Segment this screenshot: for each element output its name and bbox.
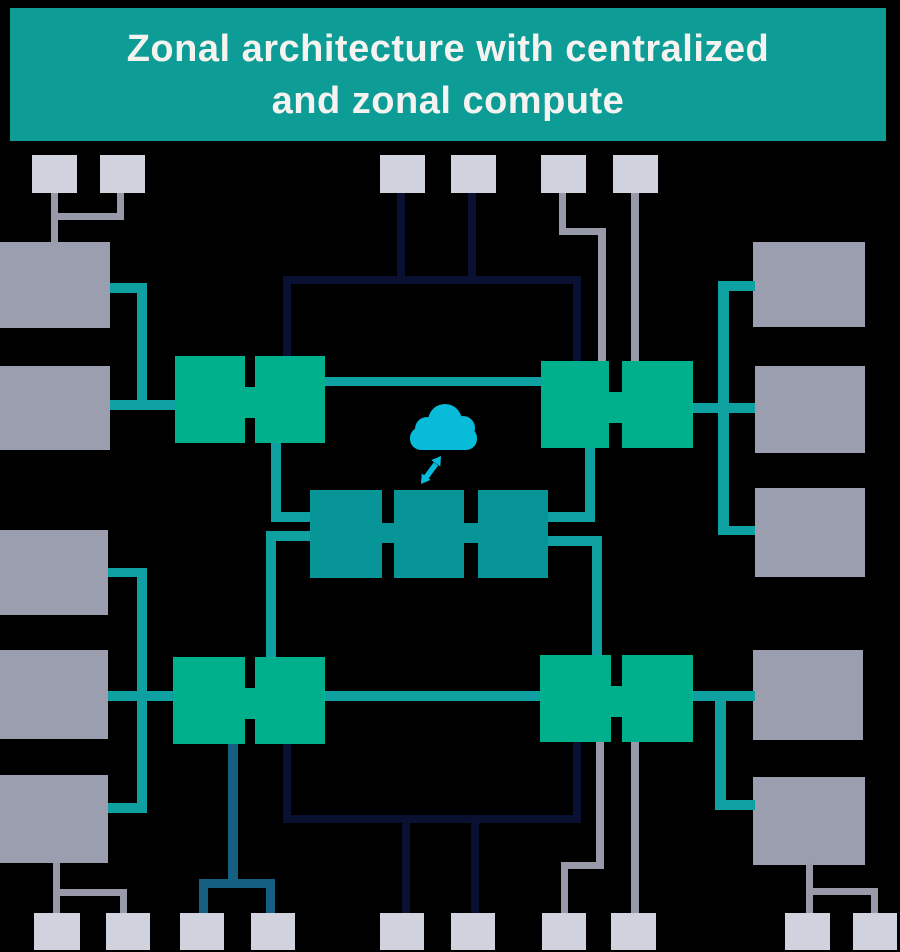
- wire-gray-bottom-left-drop: [53, 863, 60, 913]
- wire-teal-compute-upright-vertical: [585, 448, 595, 522]
- cloud-icon: [410, 404, 477, 450]
- bidirectional-arrow-icon: [421, 456, 441, 484]
- bottom-sensor-2: [106, 913, 150, 950]
- left-ecu-3: [0, 530, 108, 615]
- top-sensor-4: [451, 155, 496, 193]
- wire-navy-top-sensor4-drop: [468, 193, 476, 278]
- wire-teal-compute-downright-horizontal: [548, 536, 602, 546]
- bottom-sensor-8: [611, 913, 656, 950]
- wire-navy-top-sensor3-drop: [397, 193, 405, 278]
- wire-gray-top-sensor5-vertical: [598, 228, 606, 361]
- right-ecu-1: [753, 242, 865, 327]
- wire-gray-bottom-left-drop2: [120, 889, 127, 913]
- wire-navy-top-ring-left: [283, 276, 291, 356]
- gateway-top-right-box-a: [541, 361, 609, 448]
- central-compute-2: [394, 490, 464, 578]
- wire-teal-left-ecu3: [108, 568, 147, 577]
- wire-gray-bottomright-gateway-drop: [631, 742, 639, 913]
- wire-teal-gateway-top-link: [325, 377, 542, 386]
- gateway-top-right-bridge: [605, 392, 625, 423]
- wire-teal-right-lower-vertical: [715, 696, 726, 810]
- bottom-sensor-1: [34, 913, 80, 950]
- wire-gray-top-left-horizontal: [51, 213, 124, 220]
- wire-navy-bottom-ring-left: [283, 744, 291, 819]
- wire-navy-bottom-ring-horizontal: [283, 815, 581, 823]
- wire-teal-left-ecu5: [108, 803, 147, 813]
- central-compute-bridge-1: [378, 523, 398, 543]
- gateway-bottom-left-box-b: [255, 657, 325, 744]
- bottom-sensor-5: [380, 913, 424, 950]
- wire-teal-compute-upleft-vertical: [271, 443, 281, 522]
- top-sensor-2: [100, 155, 145, 193]
- gateway-bottom-right-box-a: [540, 655, 611, 742]
- wire-gray-bottom-left-horizontal: [53, 889, 127, 896]
- bottom-sensor-4: [251, 913, 295, 950]
- wire-teal-compute-upright-horizontal: [548, 512, 595, 522]
- right-ecu-4: [753, 650, 863, 740]
- wire-navy-bottom-ring-right: [573, 742, 581, 819]
- wire-teal-compute-downleft-vertical: [266, 531, 276, 657]
- wire-teal-left-lower-vertical: [137, 568, 147, 813]
- wire-navy-bottom-sensor6-drop: [471, 820, 479, 913]
- left-ecu-1: [0, 242, 110, 328]
- bottom-sensor-6: [451, 913, 495, 950]
- wire-teal-right-gateway-ecu2: [693, 403, 755, 413]
- wire-gray-bottomright-gateway-vertical: [596, 742, 604, 869]
- wire-steel-sensor3-drop: [199, 879, 208, 913]
- gateway-bottom-right-bridge: [606, 686, 625, 717]
- gateway-top-left-box-b: [255, 356, 325, 443]
- right-ecu-2: [755, 366, 865, 453]
- wire-gray-bottomright-horizontal: [561, 862, 604, 869]
- gateway-bottom-left-bridge: [240, 688, 258, 719]
- wire-teal-compute-upleft-horizontal: [271, 512, 310, 522]
- wire-gray-top-sensor2-drop: [117, 193, 124, 220]
- central-compute-1: [310, 490, 382, 578]
- gateway-top-left-bridge: [241, 387, 259, 418]
- bottom-sensor-7: [542, 913, 586, 950]
- bottom-sensor-9: [785, 913, 830, 950]
- central-compute-bridge-2: [460, 523, 482, 543]
- wire-teal-gateway-bottom-link: [325, 691, 540, 701]
- wire-gray-bottom-corner-horizontal: [806, 888, 878, 895]
- wire-gray-bottomright-drop: [561, 862, 568, 913]
- left-ecu-2: [0, 366, 110, 450]
- gateway-top-left-box-a: [175, 356, 245, 443]
- gateway-top-right-box-b: [622, 361, 693, 448]
- wire-gray-top-sensor5-horizontal: [559, 228, 605, 235]
- wire-teal-left-ecu2-gateway: [110, 400, 175, 410]
- title-line-2: and zonal compute: [271, 79, 625, 122]
- wire-gray-top-sensor5-drop: [559, 193, 566, 235]
- wire-teal-right-ecu5: [715, 800, 755, 810]
- wire-teal-right-ecu1: [718, 281, 755, 291]
- title-banner: Zonal architecture with centralized and …: [10, 8, 886, 141]
- wire-navy-bottom-sensor5-drop: [402, 820, 410, 913]
- gateway-bottom-right-box-b: [622, 655, 693, 742]
- wire-gray-top-sensor6-drop: [631, 193, 639, 361]
- top-sensor-6: [613, 155, 658, 193]
- wire-teal-left-upper-vertical: [137, 283, 147, 408]
- central-compute-3: [478, 490, 548, 578]
- left-ecu-4: [0, 650, 108, 739]
- top-sensor-5: [541, 155, 586, 193]
- top-sensor-3: [380, 155, 425, 193]
- right-ecu-5: [753, 777, 865, 865]
- wire-steel-gateway-vertical: [228, 744, 238, 884]
- left-ecu-5: [0, 775, 108, 863]
- wire-navy-top-ring-horizontal: [283, 276, 581, 284]
- wire-gray-bottom-corner-drop2: [871, 888, 878, 913]
- bottom-sensor-10: [853, 913, 897, 950]
- wire-teal-left-ecu1: [110, 283, 147, 293]
- title-line-1: Zonal architecture with centralized: [126, 27, 770, 70]
- right-ecu-3: [755, 488, 865, 577]
- wire-steel-branch-horizontal: [199, 879, 275, 888]
- bottom-sensor-3: [180, 913, 224, 950]
- wire-teal-compute-downleft-horizontal: [266, 531, 310, 541]
- wire-navy-top-ring-right: [573, 276, 581, 361]
- wire-teal-left-ecu4-gateway: [108, 691, 173, 701]
- top-sensor-1: [32, 155, 77, 193]
- wire-teal-right-ecu3: [718, 526, 755, 535]
- gateway-bottom-left-box-a: [173, 657, 245, 744]
- wire-steel-sensor4-drop: [266, 879, 275, 913]
- wire-teal-compute-downright-vertical: [592, 536, 602, 655]
